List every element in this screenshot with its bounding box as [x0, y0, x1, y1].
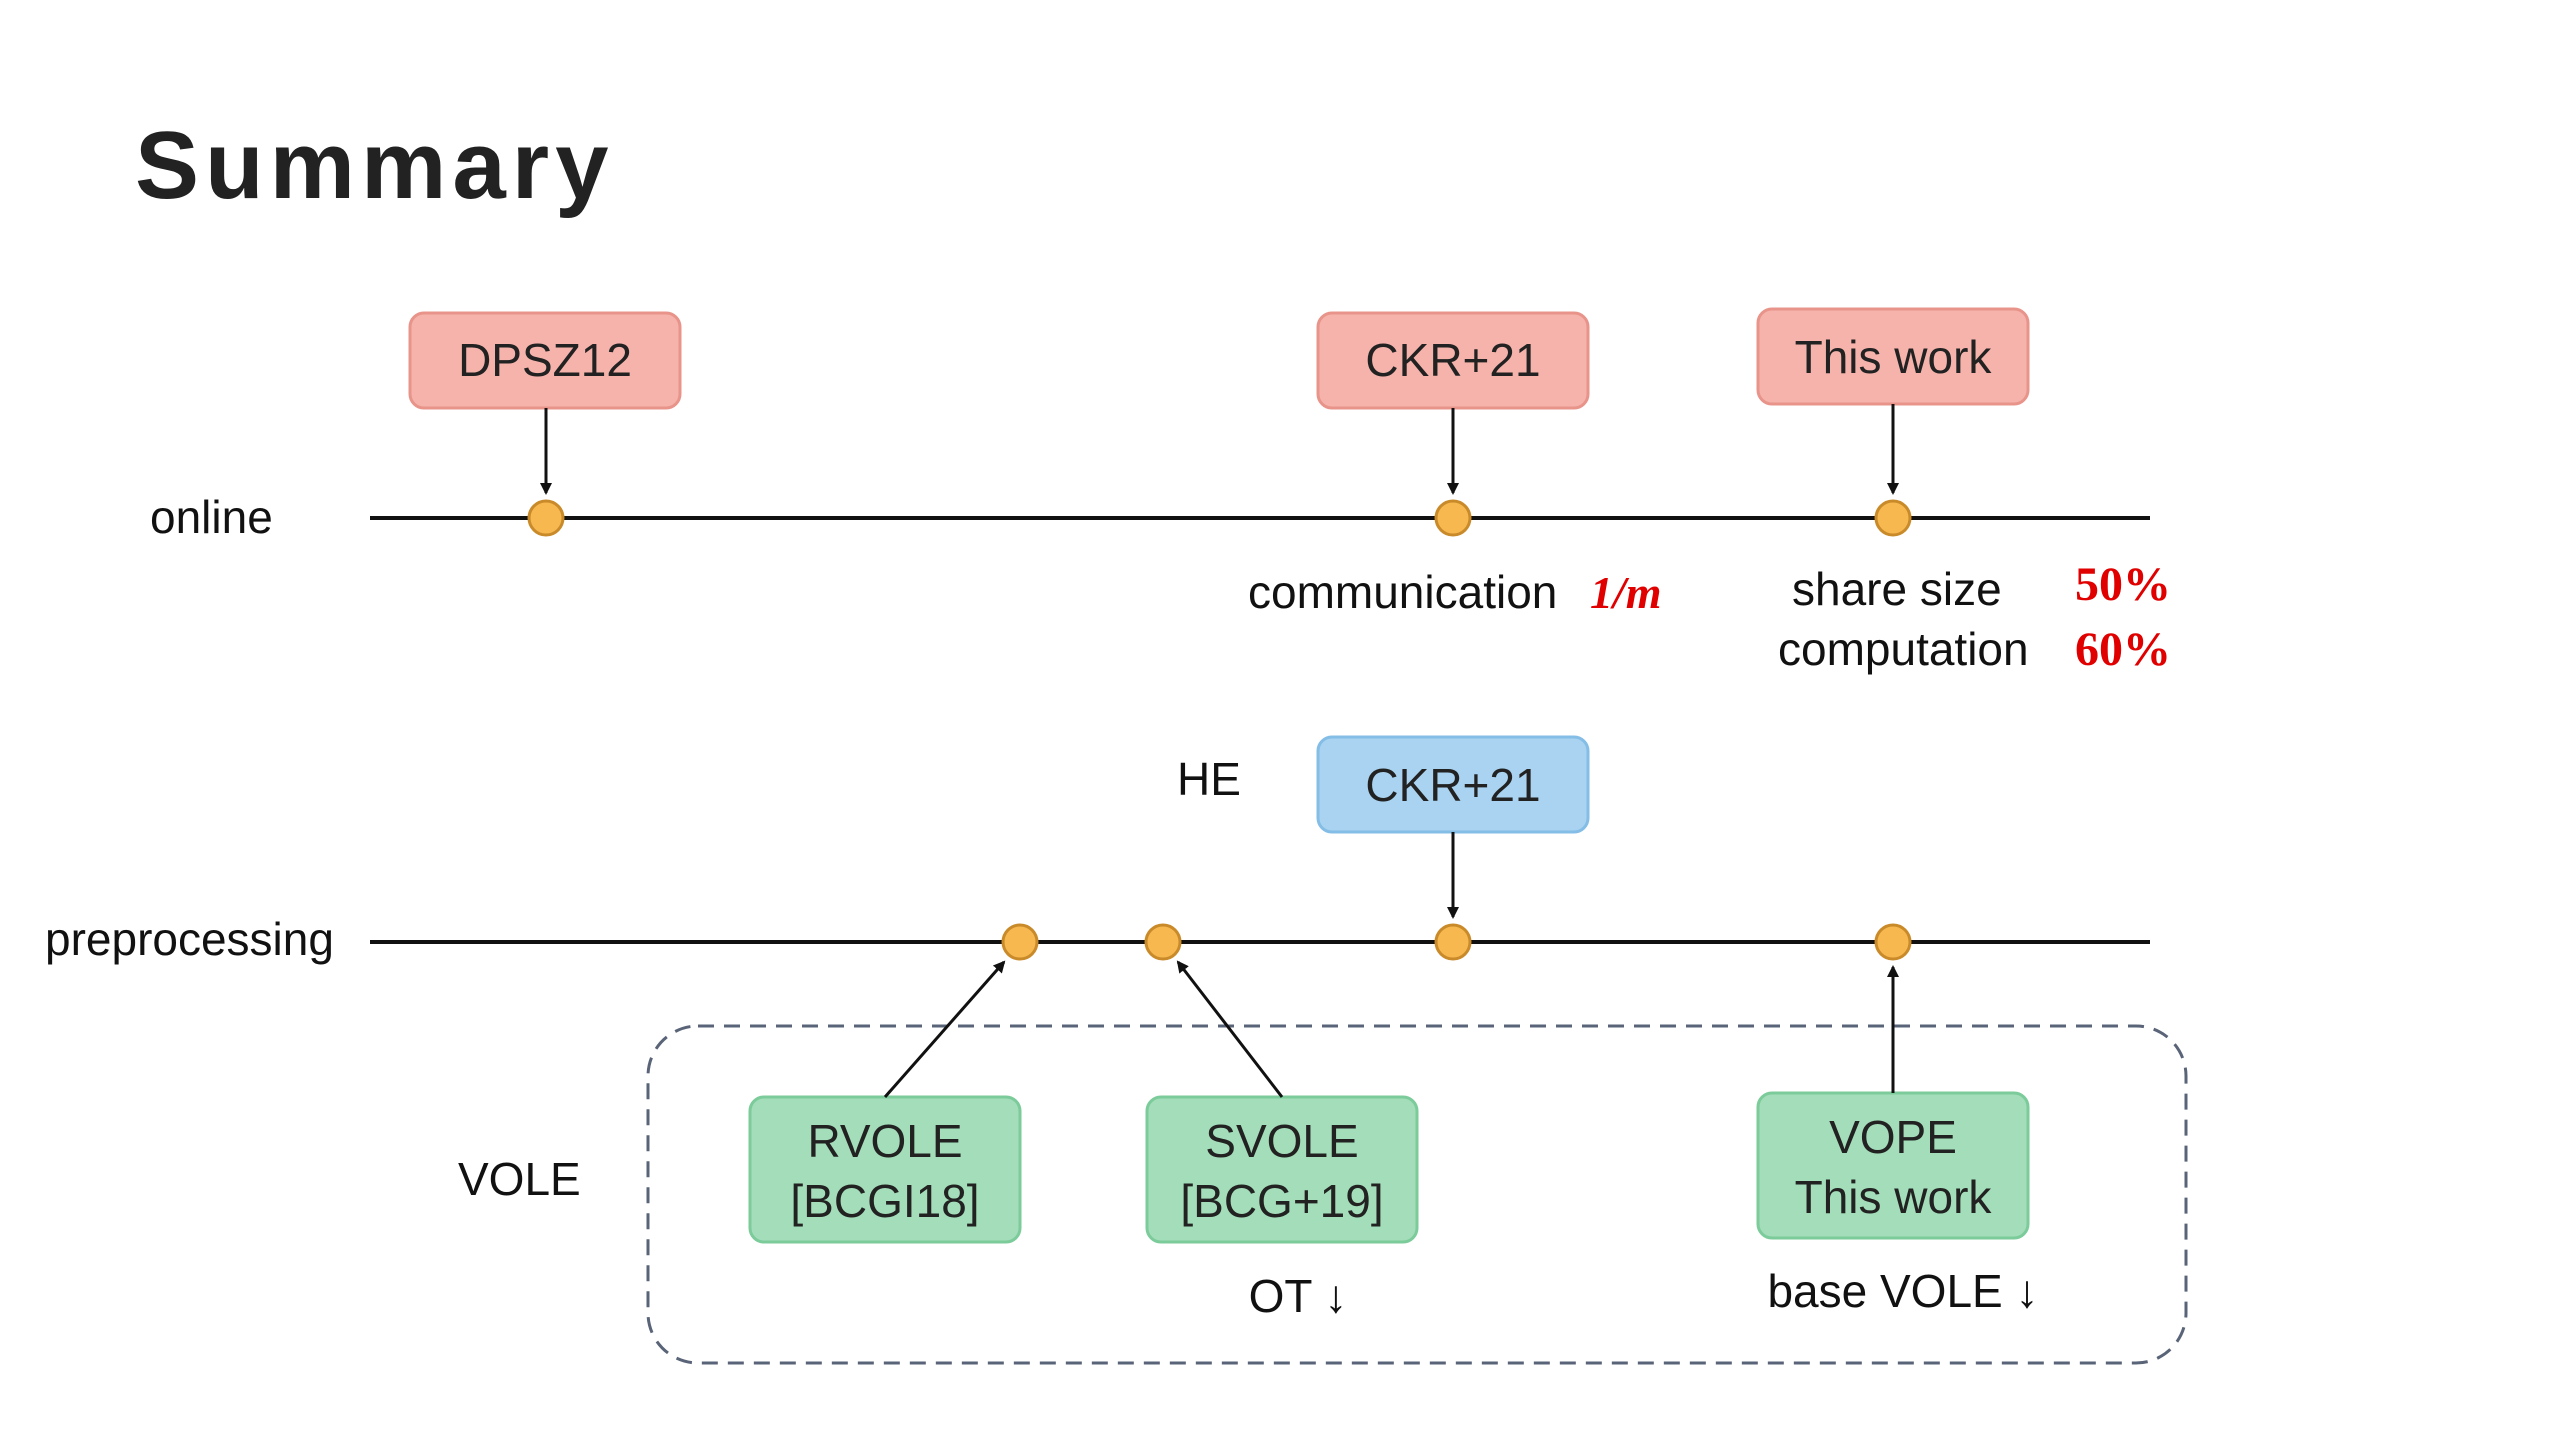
svole-title: SVOLE — [1205, 1115, 1358, 1167]
vole-group-frame — [646, 1024, 2188, 1365]
vole-group-label: VOLE — [458, 1153, 581, 1205]
this-work-online-label: This work — [1795, 331, 1993, 383]
preprocessing-row-label: preprocessing — [45, 913, 334, 965]
ckr21-he-label: CKR+21 — [1365, 759, 1540, 811]
he-label: HE — [1177, 753, 1241, 805]
ckr21-online-label: CKR+21 — [1365, 334, 1540, 386]
ckr21-online-dot — [1434, 499, 1472, 537]
dpsz12-dot — [527, 499, 565, 537]
share-size-note-label: share size — [1792, 563, 2002, 615]
communication-note-label: communication — [1248, 566, 1557, 618]
vope-dot — [1874, 923, 1912, 961]
rvole-title: RVOLE — [807, 1115, 962, 1167]
base-vole-note: base VOLE ↓ — [1767, 1265, 2038, 1317]
page-title: Summary — [135, 112, 615, 219]
vope-subtitle: This work — [1795, 1171, 1993, 1223]
ckr21-he-dot — [1434, 923, 1472, 961]
computation-note-value: 60% — [2075, 623, 2171, 676]
rvole-arrow — [883, 960, 1006, 1098]
ot-note: OT ↓ — [1249, 1270, 1348, 1322]
communication-note-value: 1/m — [1590, 567, 1662, 618]
rvole-dot — [1001, 923, 1039, 961]
rvole-citation: [BCGI18] — [790, 1175, 979, 1227]
computation-note-label: computation — [1778, 623, 2029, 675]
svole-arrow — [1176, 960, 1284, 1098]
svole-dot — [1144, 923, 1182, 961]
vope-title: VOPE — [1829, 1111, 1957, 1163]
this-work-online-dot — [1874, 499, 1912, 537]
svole-citation: [BCG+19] — [1180, 1175, 1383, 1227]
share-size-note-value: 50% — [2075, 558, 2171, 611]
online-row-label: online — [150, 491, 273, 543]
dpsz12-label: DPSZ12 — [458, 334, 632, 386]
